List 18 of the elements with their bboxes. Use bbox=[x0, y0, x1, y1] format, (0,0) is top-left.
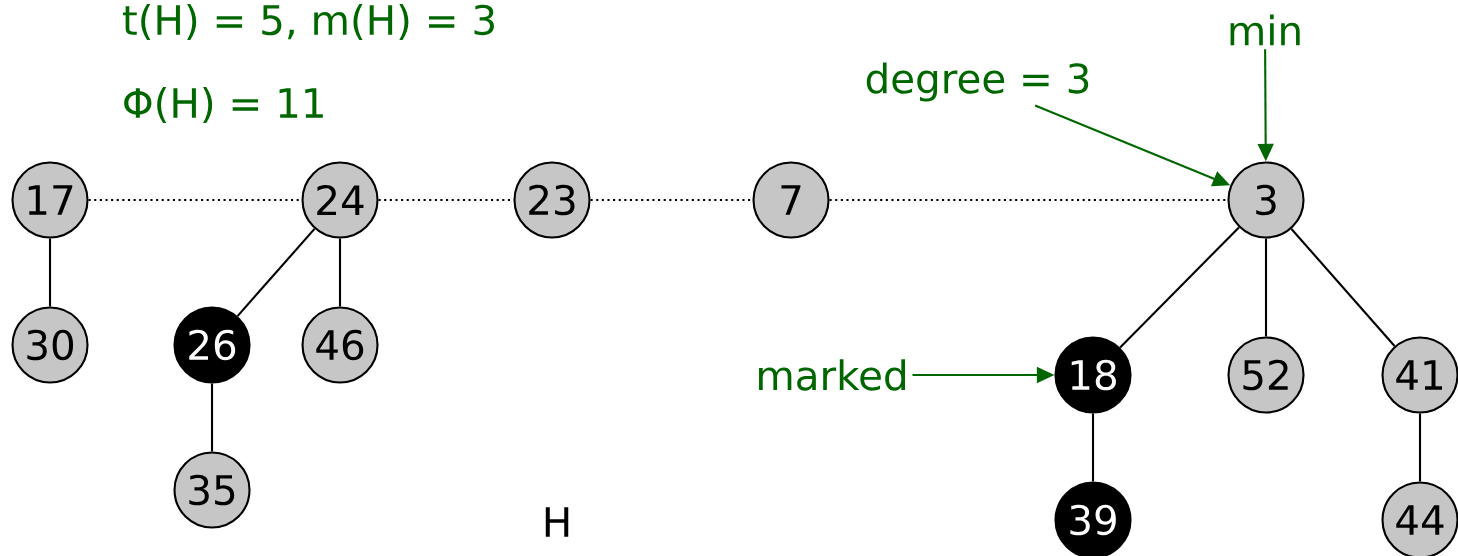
tree-line bbox=[1119, 226, 1240, 349]
tree-line bbox=[1418, 413, 1422, 482]
formula-text: t(H) = 5, m(H) = 3 bbox=[122, 4, 494, 40]
annotation-text: min bbox=[1230, 14, 1300, 46]
dotted-line bbox=[590, 198, 753, 202]
annotation-text: degree = 3 bbox=[866, 62, 1089, 102]
tree-line bbox=[210, 383, 214, 452]
dotted-line bbox=[829, 198, 1228, 202]
tree-line bbox=[1290, 228, 1396, 347]
dotted-line bbox=[88, 198, 302, 202]
annotation-text: marked bbox=[759, 359, 905, 391]
formula-text: Φ(H) = 11 bbox=[124, 87, 323, 123]
tree-line bbox=[338, 238, 342, 307]
tree-line bbox=[236, 228, 316, 317]
tree-line bbox=[48, 238, 52, 307]
tree-line bbox=[1264, 238, 1268, 337]
tree-line bbox=[1091, 413, 1095, 482]
heap-label: H bbox=[545, 507, 569, 537]
